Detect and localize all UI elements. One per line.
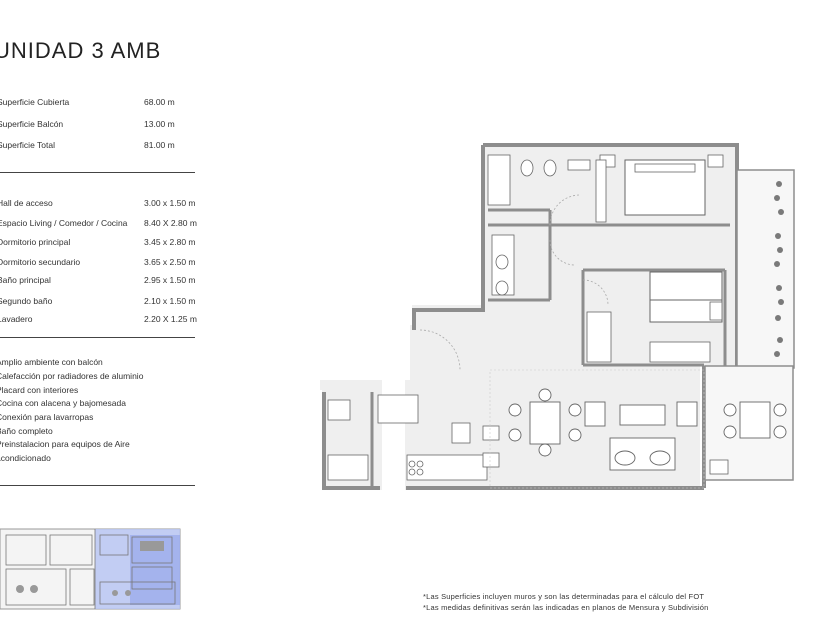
room-value: 3.00 x 1.50 m <box>144 198 196 208</box>
room-label: Dormitorio secundario <box>0 257 81 267</box>
room-label: Dormitorio principal <box>0 237 71 247</box>
feature-item: Baño completo <box>0 426 53 436</box>
room-value: 2.10 x 1.50 m <box>144 296 196 306</box>
feature-item: Placard con interiores <box>0 385 79 395</box>
room-label: Espacio Living / Comedor / Cocina <box>0 218 128 228</box>
feature-item: Conexión para lavarropas <box>0 412 94 422</box>
surface-value: 13.00 m <box>144 119 175 129</box>
key-plan <box>0 528 181 610</box>
room-value: 3.45 x 2.80 m <box>144 237 196 247</box>
room-label: Hall de acceso <box>0 198 53 208</box>
feature-item: Amplio ambiente con balcón <box>0 357 103 367</box>
feature-item: Calefacción por radiadores de aluminio <box>0 371 144 381</box>
room-value: 2.20 X 1.25 m <box>144 314 197 324</box>
footnote: *Las Superficies incluyen muros y son la… <box>423 592 705 601</box>
divider <box>0 337 195 338</box>
footnote: *Las medidas definitivas serán las indic… <box>423 603 709 612</box>
room-label: Baño principal <box>0 275 51 285</box>
room-label: Segundo baño <box>0 296 53 306</box>
room-value: 2.95 x 1.50 m <box>144 275 196 285</box>
room-value: 8.40 X 2.80 m <box>144 218 197 228</box>
surface-label: Superficie Cubierta <box>0 97 70 107</box>
room-value: 3.65 x 2.50 m <box>144 257 196 267</box>
divider <box>0 485 195 486</box>
divider <box>0 172 195 173</box>
surface-value: 81.00 m <box>144 140 175 150</box>
feature-item: Cocina con alacena y bajomesada <box>0 398 126 408</box>
surface-label: Superficie Balcón <box>0 119 64 129</box>
feature-item: acondicionado <box>0 453 51 463</box>
feature-item: Preinstalacion para equipos de Aire <box>0 439 130 449</box>
page-title: UNIDAD 3 AMB <box>0 38 162 63</box>
surface-label: Superficie Total <box>0 140 55 150</box>
surface-value: 68.00 m <box>144 97 175 107</box>
floor-plan <box>320 143 795 490</box>
room-label: Lavadero <box>0 314 33 324</box>
